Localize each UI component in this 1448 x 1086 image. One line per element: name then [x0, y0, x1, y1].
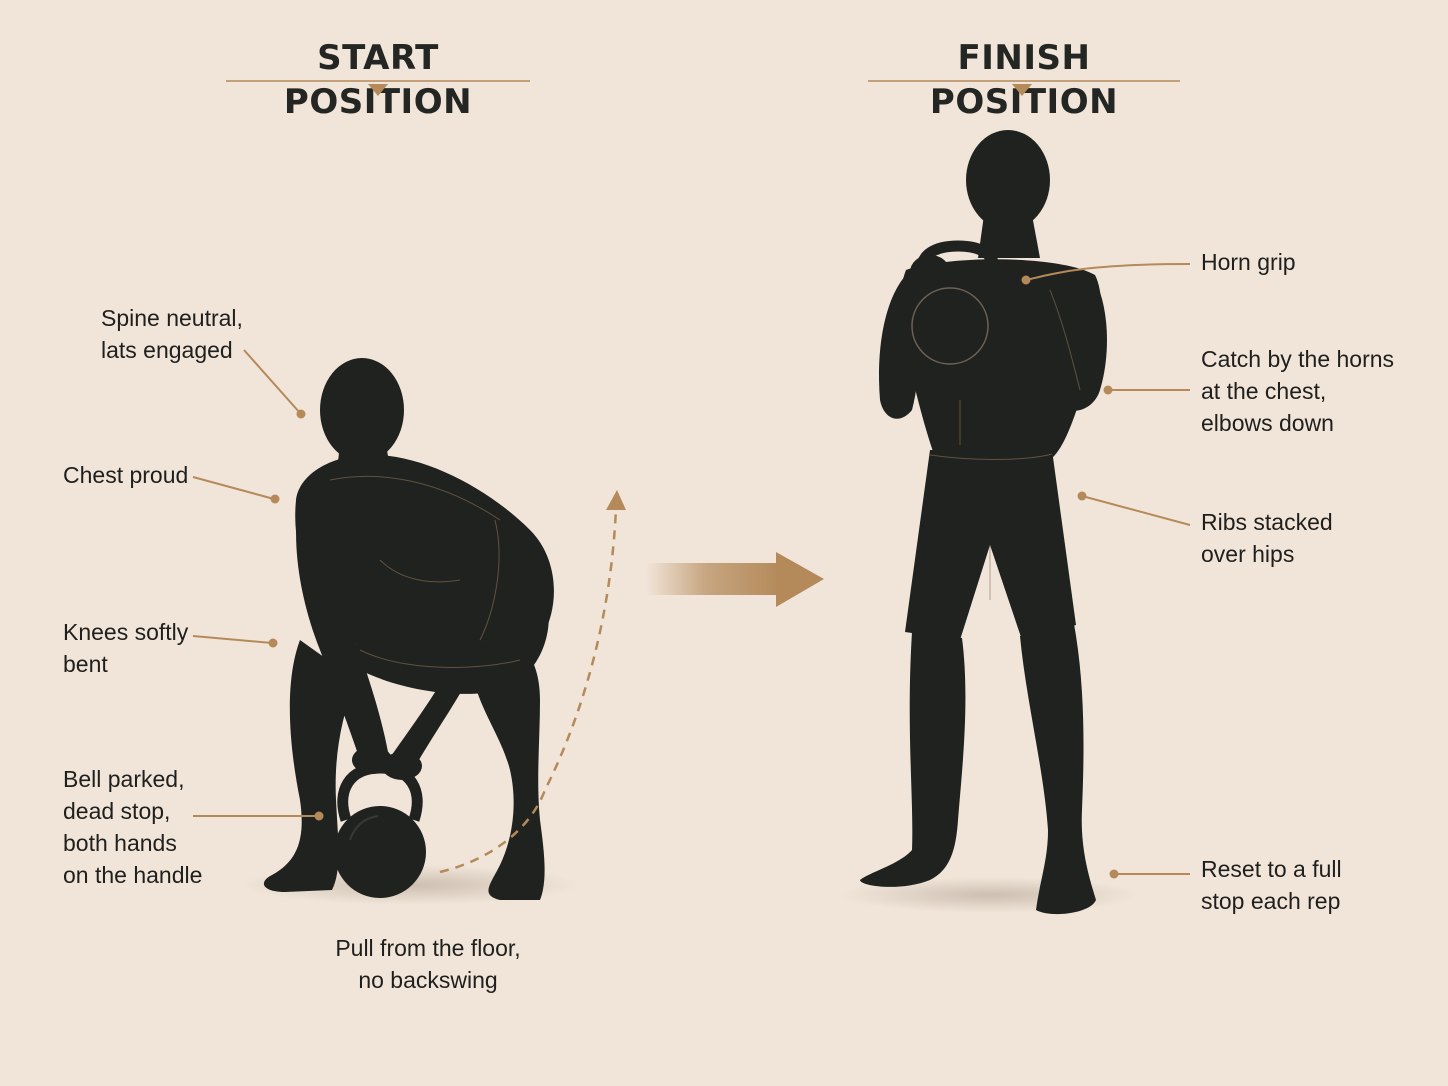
callout-horn-grip: Horn grip	[1201, 246, 1296, 278]
callout-bell-parked: Bell parked, dead stop, both hands on th…	[63, 763, 202, 891]
callout-line: elbows down	[1201, 410, 1334, 436]
callout-spine-neutral: Spine neutral, lats engaged	[101, 302, 243, 366]
callout-knees-bent: Knees softly bent	[63, 616, 188, 680]
callout-line: Bell parked,	[63, 766, 185, 792]
finish-title-underline	[868, 80, 1180, 96]
start-kettlebell	[334, 762, 426, 898]
callout-line: stop each rep	[1201, 888, 1341, 914]
callout-line: Spine neutral,	[101, 305, 243, 331]
start-figure-silhouette	[263, 358, 554, 900]
callout-line: Reset to a full	[1201, 856, 1342, 882]
callout-line: Catch by the horns	[1201, 346, 1395, 372]
callout-line: both hands	[63, 830, 177, 856]
finish-callout-leaders	[1021, 263, 1191, 879]
callout-line: Horn grip	[1201, 249, 1296, 275]
callout-line: Knees softly	[63, 619, 189, 645]
callout-ribs-stacked: Ribs stacked over hips	[1201, 506, 1333, 570]
callout-line: Chest proud	[63, 462, 189, 488]
callout-chest-proud: Chest proud	[63, 459, 188, 491]
callout-catch-by-horns: Catch by the horns at the chest, elbows …	[1201, 343, 1394, 439]
callout-pull-from-floor: Pull from the floor, no backswing	[318, 932, 538, 996]
callout-line: bent	[63, 651, 108, 677]
finish-figure-contours	[929, 289, 1081, 600]
pull-path-arrow	[439, 490, 626, 874]
finish-kettlebell	[911, 240, 1000, 365]
callout-line: on the handle	[63, 862, 203, 888]
callout-reset-full-stop: Reset to a full stop each rep	[1201, 853, 1342, 917]
callout-line: no backswing	[358, 967, 498, 993]
finish-figure-silhouette	[860, 130, 1107, 915]
callout-line: at the chest,	[1201, 378, 1327, 404]
callout-line: dead stop,	[63, 798, 171, 824]
callout-line: over hips	[1201, 541, 1295, 567]
callout-line: Pull from the floor,	[335, 935, 521, 961]
callout-line: lats engaged	[101, 337, 233, 363]
start-callout-leaders	[192, 349, 324, 821]
start-title-underline	[226, 80, 530, 96]
transition-arrow	[646, 552, 824, 607]
callout-line: Ribs stacked	[1201, 509, 1333, 535]
start-figure-contours	[329, 475, 521, 668]
